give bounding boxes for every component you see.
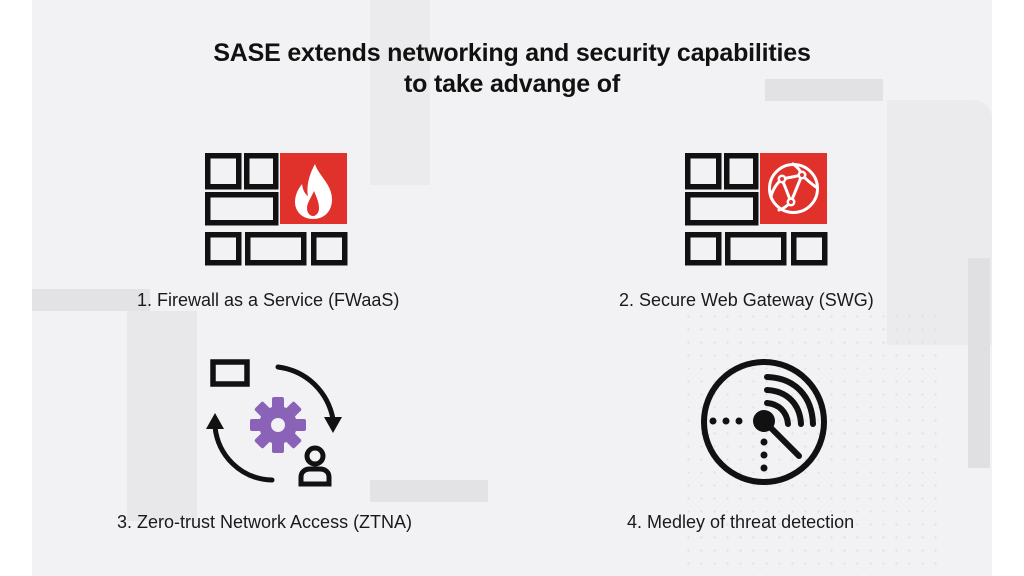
dotted-axis [709, 417, 768, 472]
radar-threat-detection-icon [701, 359, 827, 485]
capability-label-fwaas: 1. Firewall as a Service (FWaaS) [137, 290, 400, 310]
radar-sweep [763, 420, 802, 459]
capability-label-swg: 2. Secure Web Gateway (SWG) [619, 290, 874, 310]
signal-waves-icon [764, 374, 816, 427]
decorative-block [765, 79, 883, 101]
brick [685, 192, 759, 226]
brick [725, 232, 787, 266]
brick [245, 232, 307, 266]
gear-icon [250, 397, 306, 453]
page-title: SASE extends networking and security cap… [0, 38, 1024, 100]
firewall-flame-icon [205, 153, 348, 266]
brick [311, 232, 348, 266]
brick [205, 153, 242, 190]
brick [205, 192, 279, 226]
arrow-head [206, 413, 224, 429]
arrow-head [324, 417, 342, 433]
slide-panel [32, 0, 992, 576]
decorative-dot-grid [682, 310, 942, 576]
brick [685, 232, 722, 266]
brick [724, 153, 759, 190]
title-line-1: SASE extends networking and security cap… [213, 39, 811, 67]
decorative-block [127, 311, 197, 521]
firewall-globe-network-icon [685, 153, 828, 266]
flame-icon [295, 164, 333, 219]
decorative-block [370, 0, 430, 185]
capability-label-ztna: 3. Zero-trust Network Access (ZTNA) [117, 512, 413, 532]
radar-ring [701, 359, 827, 485]
brick [791, 232, 828, 266]
brick [205, 232, 242, 266]
brick [685, 153, 722, 190]
user-icon [298, 445, 332, 487]
decorative-block [968, 258, 990, 468]
title-line-2: to take advange of [404, 70, 620, 98]
decorative-block [370, 480, 488, 502]
capability-label-threat-detection: 4. Medley of threat detection [627, 512, 855, 532]
device-icon [210, 359, 250, 387]
brick [244, 153, 279, 190]
decorative-block [32, 289, 150, 311]
cycle-arrows-icon [212, 364, 336, 483]
zero-trust-cycle-icon [206, 359, 342, 487]
